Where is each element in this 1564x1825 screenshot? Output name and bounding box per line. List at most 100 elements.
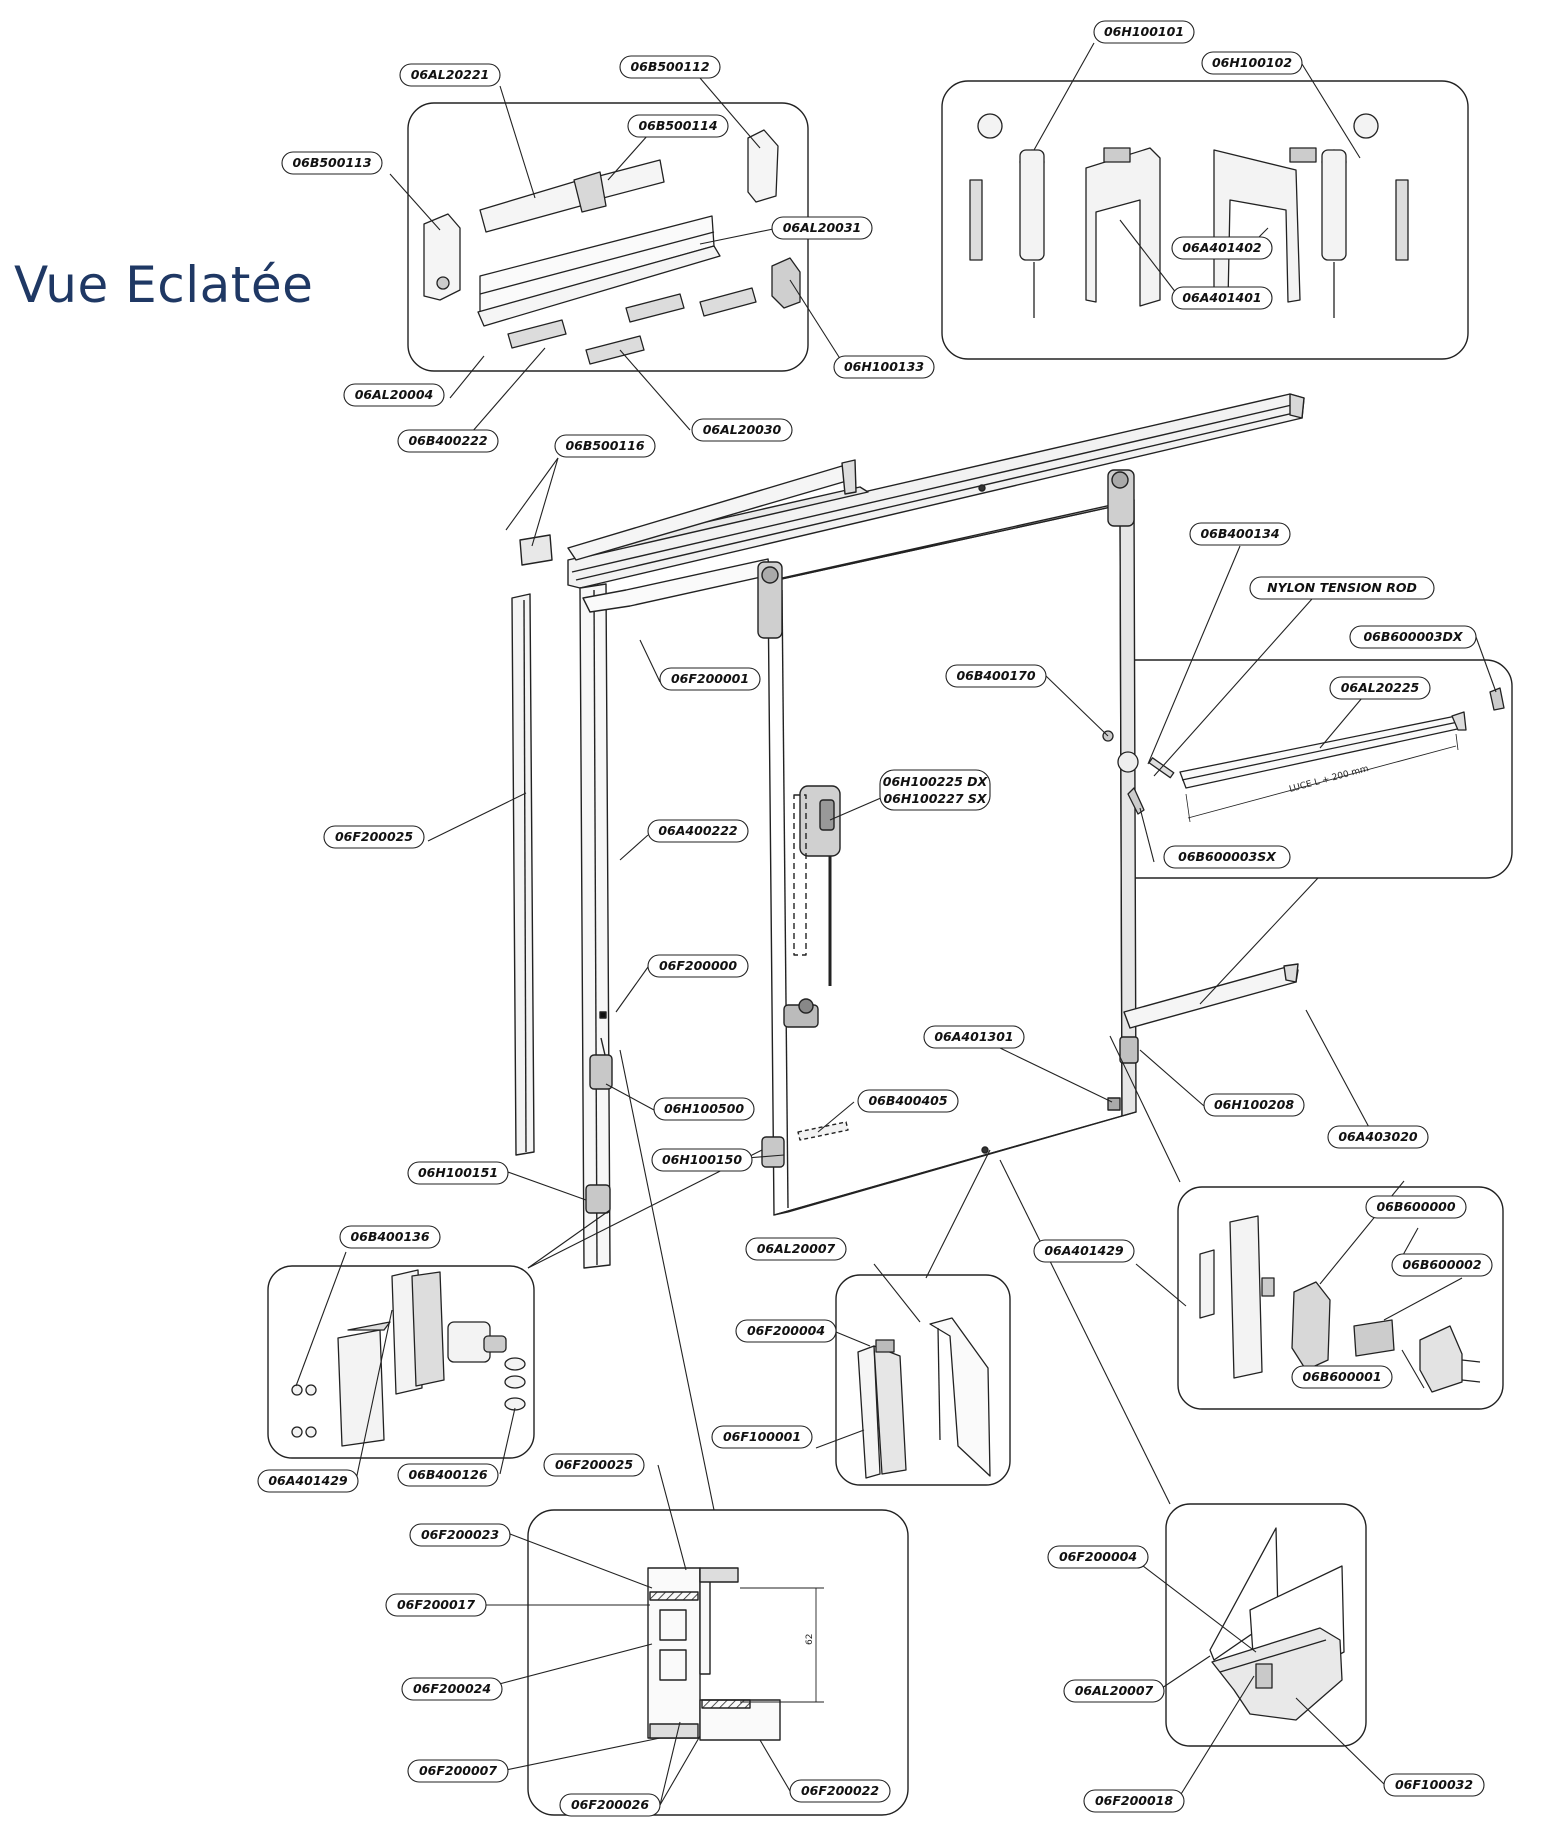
svg-text:06B600003DX: 06B600003DX bbox=[1363, 629, 1463, 644]
svg-text:06F100032: 06F100032 bbox=[1395, 1777, 1473, 1792]
callout-06f200000: 06F200000 bbox=[647, 954, 749, 978]
svg-text:06H100151: 06H100151 bbox=[418, 1165, 498, 1180]
page-title: Vue Eclatée bbox=[14, 256, 314, 314]
callout-06b600000: 06B600000 bbox=[1365, 1195, 1467, 1219]
callout-labels: 06H100101 06H100102 06AL20221 06B500112 … bbox=[257, 20, 1493, 1817]
callout-06h100150: 06H100150 bbox=[651, 1148, 753, 1172]
callout-06b400405: 06B400405 bbox=[857, 1089, 959, 1113]
svg-text:06A401301: 06A401301 bbox=[934, 1029, 1013, 1044]
callout-06a401429-right: 06A401429 bbox=[1033, 1239, 1135, 1263]
svg-text:06H100500: 06H100500 bbox=[664, 1101, 744, 1116]
detail-box-gasket bbox=[835, 1274, 1011, 1486]
callout-06b600001: 06B600001 bbox=[1291, 1365, 1393, 1389]
callout-06b500114: 06B500114 bbox=[627, 114, 729, 138]
callout-06a401401: 06A401401 bbox=[1171, 286, 1273, 310]
callout-06b500116: 06B500116 bbox=[554, 434, 656, 458]
callout-06h100151: 06H100151 bbox=[407, 1161, 509, 1185]
callout-06h100101: 06H100101 bbox=[1093, 20, 1195, 44]
callout-06f200004-right: 06F200004 bbox=[1047, 1545, 1149, 1569]
svg-text:06H100208: 06H100208 bbox=[1214, 1097, 1294, 1112]
callout-06b500113: 06B500113 bbox=[281, 151, 383, 175]
svg-text:06B600001: 06B600001 bbox=[1302, 1369, 1381, 1384]
svg-text:06AL20221: 06AL20221 bbox=[411, 67, 490, 82]
svg-text:06F200018: 06F200018 bbox=[1095, 1793, 1173, 1808]
svg-text:06B400126: 06B400126 bbox=[408, 1467, 487, 1482]
callout-06al20031: 06AL20031 bbox=[771, 216, 873, 240]
svg-text:06F200024: 06F200024 bbox=[413, 1681, 491, 1696]
callout-06b600003sx: 06B600003SX bbox=[1163, 845, 1291, 869]
callout-06h100500: 06H100500 bbox=[653, 1097, 755, 1121]
callout-06b400136: 06B400136 bbox=[339, 1225, 441, 1249]
detail-box-hinge-left bbox=[267, 1265, 535, 1459]
callout-06al20225: 06AL20225 bbox=[1329, 676, 1431, 700]
callout-06al20030: 06AL20030 bbox=[691, 418, 793, 442]
svg-text:06B500114: 06B500114 bbox=[638, 118, 717, 133]
callout-06b400134: 06B400134 bbox=[1189, 522, 1291, 546]
callout-06al20007-right: 06AL20007 bbox=[1063, 1679, 1165, 1703]
svg-text:06B600000: 06B600000 bbox=[1376, 1199, 1455, 1214]
callout-06a401301: 06A401301 bbox=[923, 1025, 1025, 1049]
callout-06a403020: 06A403020 bbox=[1327, 1125, 1429, 1149]
callout-06f200017: 06F200017 bbox=[385, 1593, 487, 1617]
svg-text:06B400134: 06B400134 bbox=[1200, 526, 1279, 541]
svg-text:06AL20007: 06AL20007 bbox=[757, 1241, 836, 1256]
svg-text:06F200007: 06F200007 bbox=[419, 1763, 497, 1778]
svg-text:06H100102: 06H100102 bbox=[1212, 55, 1292, 70]
callout-06f100001: 06F100001 bbox=[711, 1425, 813, 1449]
callout-06f200025-top: 06F200025 bbox=[323, 825, 425, 849]
svg-text:06AL20225: 06AL20225 bbox=[1341, 680, 1420, 695]
svg-text:06A401401: 06A401401 bbox=[1182, 290, 1261, 305]
callout-06b400222: 06B400222 bbox=[397, 429, 499, 453]
svg-text:06AL20030: 06AL20030 bbox=[703, 422, 782, 437]
svg-text:06H100227 SX: 06H100227 SX bbox=[883, 791, 987, 806]
callout-06f200024: 06F200024 bbox=[401, 1677, 503, 1701]
svg-text:06B500113: 06B500113 bbox=[292, 155, 371, 170]
callout-06b400170: 06B400170 bbox=[945, 664, 1047, 688]
callout-06a401429-left: 06A401429 bbox=[257, 1469, 359, 1493]
svg-text:06F200004: 06F200004 bbox=[747, 1323, 825, 1338]
detail-box-handle bbox=[1177, 1186, 1504, 1410]
svg-text:06H100101: 06H100101 bbox=[1104, 24, 1184, 39]
svg-text:06B400405: 06B400405 bbox=[868, 1093, 947, 1108]
svg-text:06A401429: 06A401429 bbox=[1044, 1243, 1124, 1258]
svg-text:06F200017: 06F200017 bbox=[397, 1597, 475, 1612]
callout-06al20004: 06AL20004 bbox=[343, 383, 445, 407]
callout-06al20007-mid: 06AL20007 bbox=[745, 1237, 847, 1261]
svg-text:06H100150: 06H100150 bbox=[662, 1152, 742, 1167]
callout-06f200018: 06F200018 bbox=[1083, 1789, 1185, 1813]
svg-text:06B500112: 06B500112 bbox=[630, 59, 709, 74]
svg-text:06AL20031: 06AL20031 bbox=[783, 220, 862, 235]
svg-text:06B600002: 06B600002 bbox=[1402, 1257, 1481, 1272]
callout-06f200004-mid: 06F200004 bbox=[735, 1319, 837, 1343]
callout-06f100032: 06F100032 bbox=[1383, 1773, 1485, 1797]
svg-text:06A403020: 06A403020 bbox=[1338, 1129, 1418, 1144]
svg-text:06A401402: 06A401402 bbox=[1182, 240, 1261, 255]
callout-06al20221: 06AL20221 bbox=[399, 63, 501, 87]
callout-06h100208: 06H100208 bbox=[1203, 1093, 1305, 1117]
callout-06h100102: 06H100102 bbox=[1201, 51, 1303, 75]
callout-06f200025-bottom: 06F200025 bbox=[543, 1453, 645, 1477]
svg-text:06F200025: 06F200025 bbox=[555, 1457, 633, 1472]
svg-text:06F200022: 06F200022 bbox=[801, 1783, 879, 1798]
svg-text:06F200023: 06F200023 bbox=[421, 1527, 499, 1542]
svg-text:06F200026: 06F200026 bbox=[571, 1797, 649, 1812]
callout-06h100225-dx: 06H100225 DX 06H100227 SX bbox=[879, 769, 991, 811]
main-door-assembly bbox=[511, 393, 1305, 1269]
detail-box-top-hangers bbox=[941, 80, 1469, 360]
callout-06f200023: 06F200023 bbox=[409, 1523, 511, 1547]
svg-text:06F100001: 06F100001 bbox=[723, 1429, 801, 1444]
svg-text:06B400222: 06B400222 bbox=[408, 433, 487, 448]
svg-text:06F200001: 06F200001 bbox=[671, 671, 749, 686]
callout-06f200001: 06F200001 bbox=[659, 667, 761, 691]
detail-box-bottom-seal bbox=[1165, 1503, 1367, 1747]
svg-text:NYLON TENSION ROD: NYLON TENSION ROD bbox=[1267, 580, 1417, 595]
callout-nylon-tension-rod: NYLON TENSION ROD bbox=[1249, 576, 1435, 600]
svg-text:06F200004: 06F200004 bbox=[1059, 1549, 1137, 1564]
callout-06b500112: 06B500112 bbox=[619, 55, 721, 79]
detail-box-frame-section bbox=[527, 1509, 909, 1816]
svg-text:06F200000: 06F200000 bbox=[659, 958, 737, 973]
callout-06f200026: 06F200026 bbox=[559, 1793, 661, 1817]
svg-text:06H100225 DX: 06H100225 DX bbox=[883, 774, 989, 789]
